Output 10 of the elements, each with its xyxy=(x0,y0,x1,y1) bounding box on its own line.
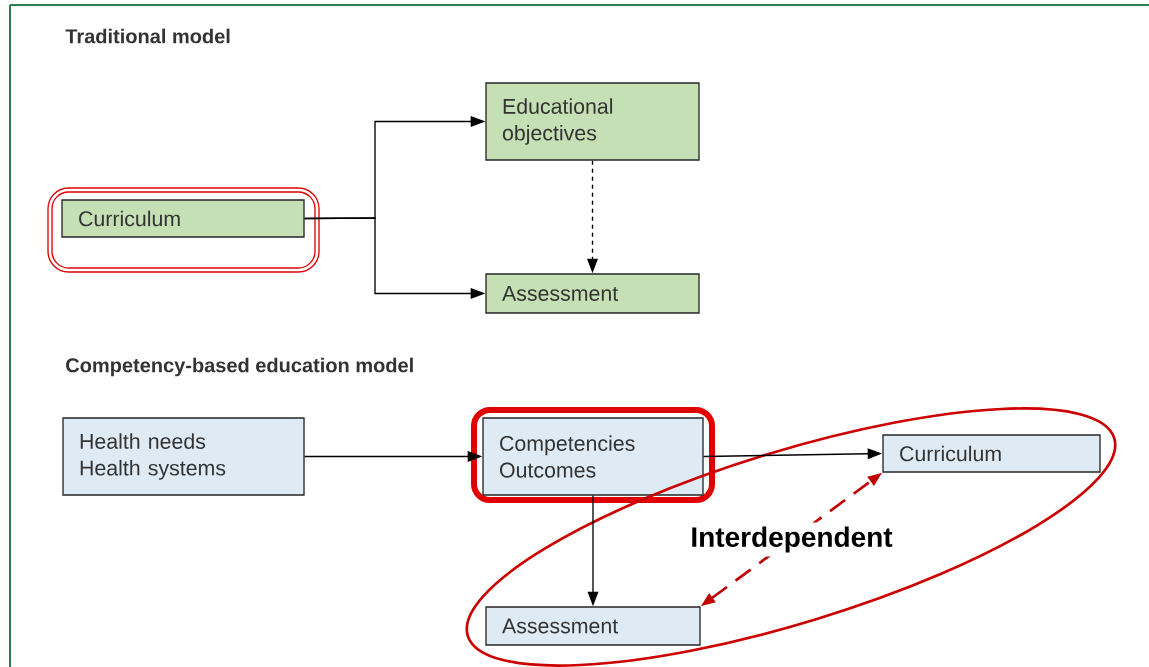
section-heading: Traditional model xyxy=(65,28,230,44)
process-box: Curriculum xyxy=(882,434,1101,473)
process-box: Assessment xyxy=(485,273,700,314)
edge-label: Interdependent xyxy=(686,522,897,557)
process-box: Educational objectives xyxy=(485,82,700,161)
process-box: Assessment xyxy=(485,606,701,646)
section-heading: Competency-based education model xyxy=(66,357,413,377)
process-box: Competencies Outcomes xyxy=(482,417,704,496)
process-box: Health needs Health systems xyxy=(62,417,305,496)
process-box: Curriculum xyxy=(61,199,305,238)
